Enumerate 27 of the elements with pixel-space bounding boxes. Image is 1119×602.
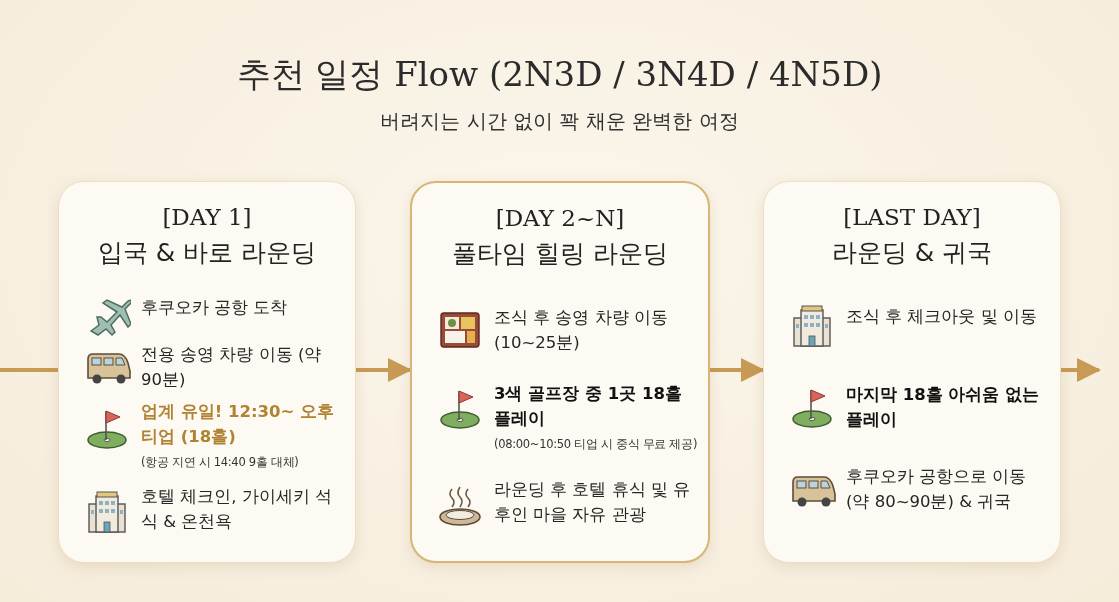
activity-text: 후쿠오카 공항으로 이동 (약 80~90분) & 귀국 (846, 466, 1028, 513)
activity-text: 후쿠오카 공항 도착 (141, 297, 288, 319)
day-label: [LAST DAY] (843, 204, 981, 230)
card-heading: 입국 & 바로 라운딩 (97, 237, 317, 269)
title: 추천 일정 Flow (2N3D / 3N4D / 4N5D) (236, 54, 883, 94)
day-card (763, 181, 1061, 563)
subtitle: 버려지는 시간 없이 꽉 채운 완벽한 여정 (380, 109, 739, 133)
day-label: [DAY 2~N] (495, 205, 625, 231)
activity-text: 라운딩 후 호텔 휴식 및 유후인 마을 자유 관광 (494, 479, 692, 526)
day-label: [DAY 1] (162, 204, 252, 230)
note-text: (08:00~10:50 티업 시 중식 무료 제공) (494, 436, 698, 453)
arrow (710, 358, 765, 382)
highlight-text: 업계 유일! 12:30~ 오후 티업 (18홀) (141, 401, 336, 448)
note-text: (항공 지연 시 14:40 9홀 대체) (141, 454, 299, 471)
activity-text: 호텔 체크인, 가이세키 석식 & 온천욕 (141, 486, 333, 533)
activity-text: 3색 골프장 중 1곳 18홀 플레이 (494, 383, 683, 430)
card-heading: 라운딩 & 귀국 (831, 237, 993, 269)
day-card (410, 181, 710, 563)
activity-text: 조식 후 송영 차량 이동 (10~25분) (494, 307, 669, 354)
card-heading: 풀타임 힐링 라운딩 (452, 238, 668, 270)
activity-text: 전용 송영 차량 이동 (약 90분) (141, 344, 323, 391)
arrow (1061, 358, 1101, 382)
arrow (356, 358, 412, 382)
activity-text: 조식 후 체크아웃 및 이동 (846, 306, 1037, 328)
connector-line (0, 368, 58, 372)
day-card (58, 181, 356, 563)
activity-text: 마지막 18홀 아쉬움 없는 플레이 (846, 384, 1041, 431)
